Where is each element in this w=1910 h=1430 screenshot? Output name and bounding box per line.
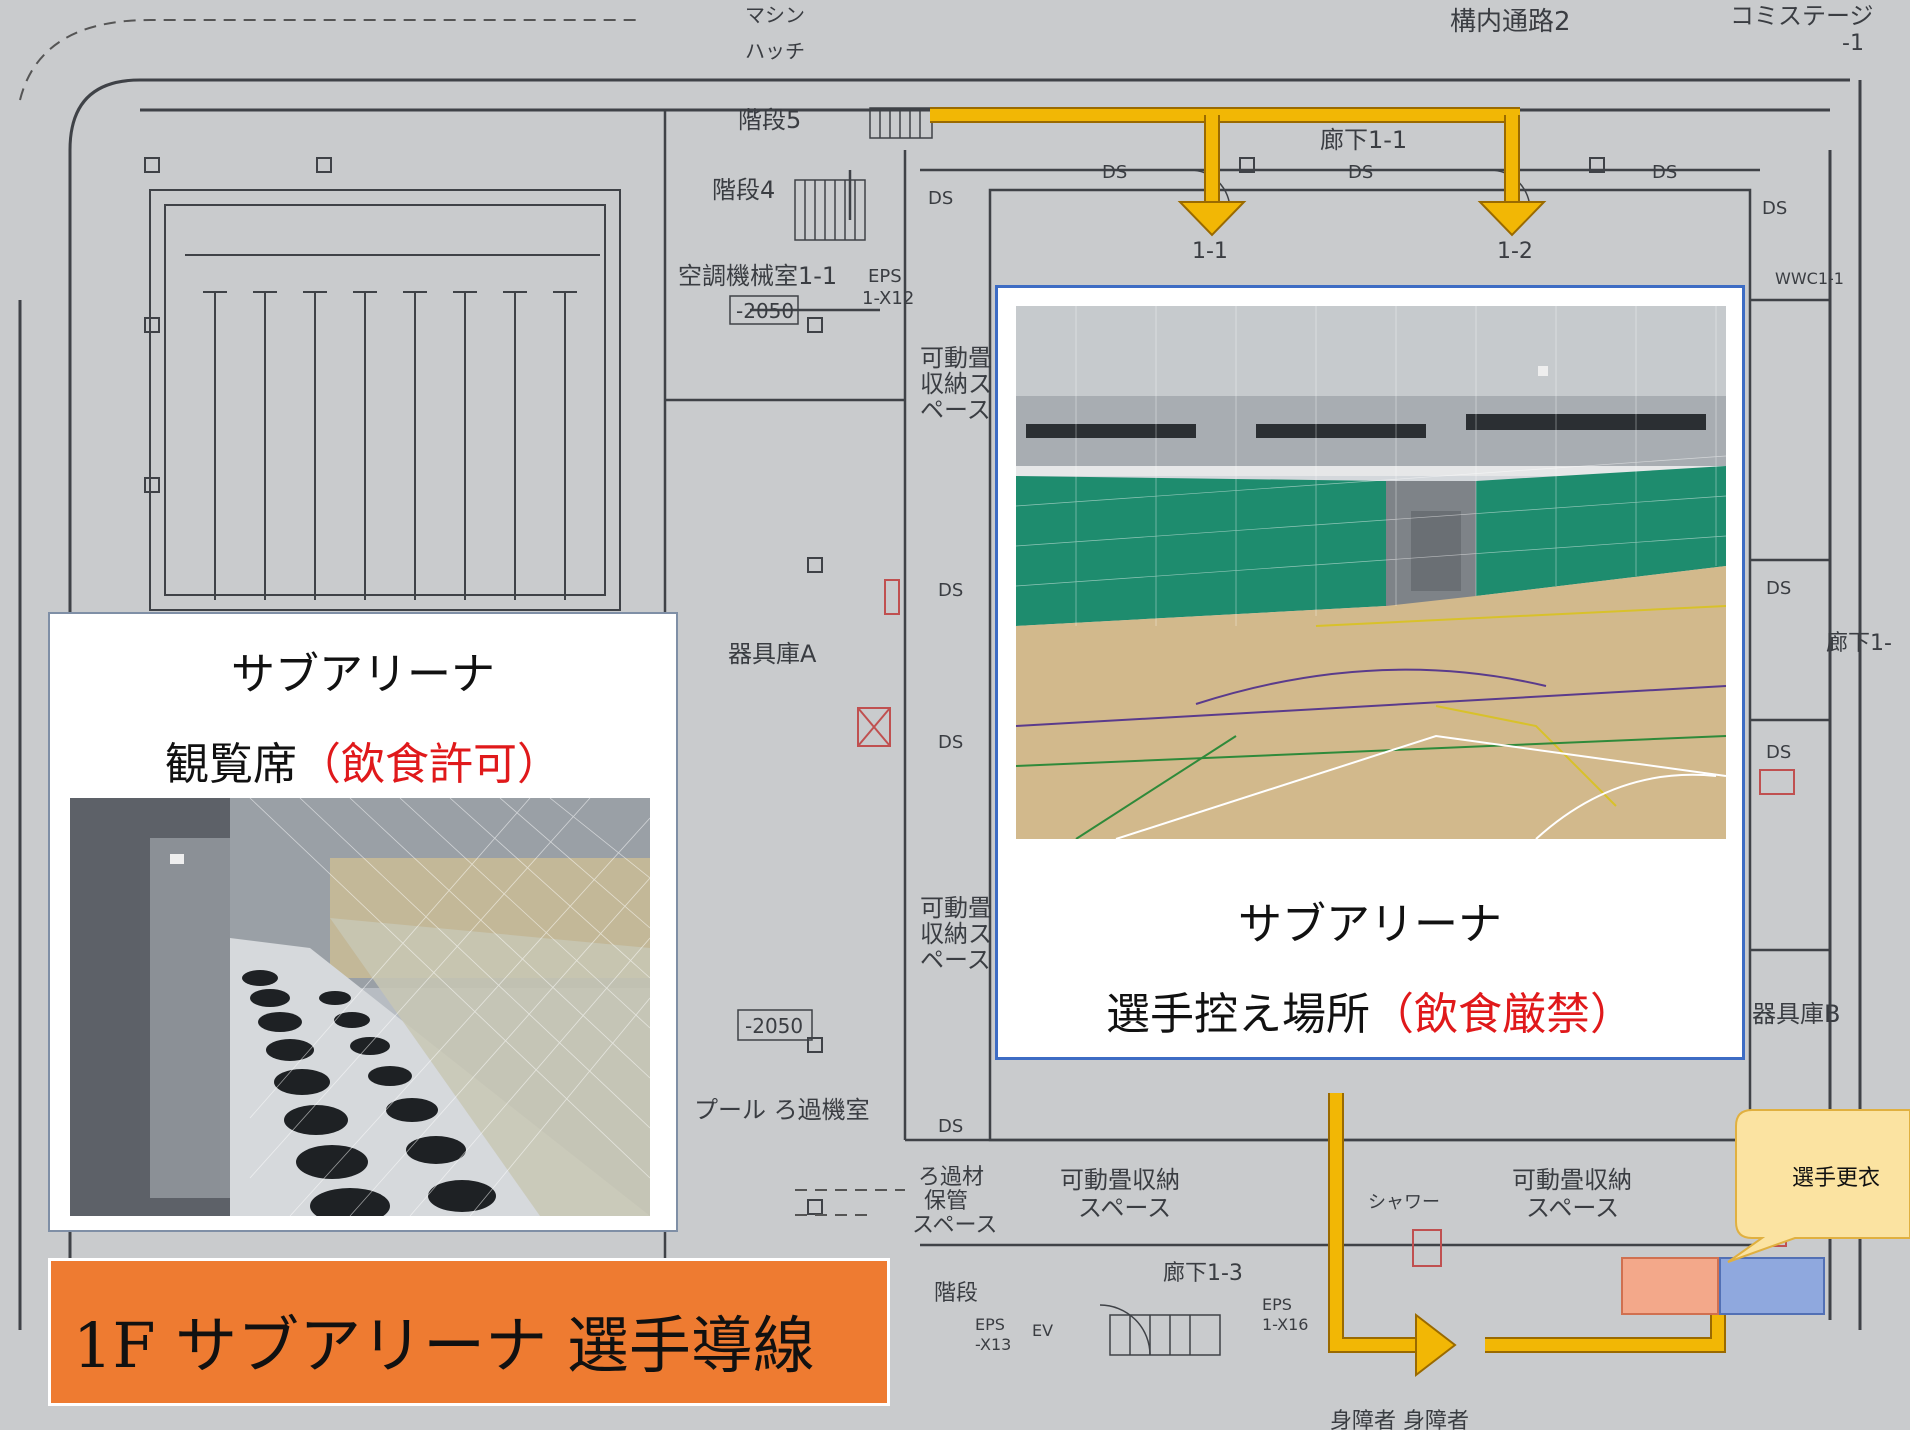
label-shower: シャワー [1368, 1192, 1440, 1213]
page-title: 1F サブアリーナ 選手導線 [73, 1309, 815, 1382]
label-ds-3: DS [938, 732, 963, 753]
label-door-1-1: 1-1 [1192, 239, 1228, 264]
player-area-no-eating-note: （飲食厳禁） [1370, 989, 1634, 1040]
label-ds-1: DS [928, 188, 953, 209]
svg-text:ペース: ペース [920, 946, 991, 974]
label-eps-no: 1-X12 [862, 288, 914, 309]
label-eps-x13: EPS [975, 1315, 1005, 1334]
svg-text:1-X16: 1-X16 [1262, 1315, 1308, 1334]
label-pool-filter: プール ろ過機室 [694, 1096, 870, 1124]
player-area-label: 選手控え場所 [1106, 989, 1370, 1040]
label-corridor-1-1: 廊下1-1 [1320, 126, 1407, 154]
spectator-label: 観覧席 [165, 739, 297, 790]
svg-text:-X13: -X13 [975, 1335, 1011, 1354]
label-equipment-b: 器具庫B [1752, 1000, 1840, 1028]
spectator-card-title: サブアリーナ [231, 649, 495, 700]
label-stairs-4: 階段4 [712, 176, 775, 204]
svg-text:スペース: スペース [912, 1213, 997, 1238]
svg-text:収納ス: 収納ス [920, 370, 992, 398]
label-ac-room: 空調機械室1-1 [678, 262, 837, 290]
label-equipment-a: 器具庫A [728, 640, 817, 668]
label-ds-7: DS [1652, 162, 1677, 183]
label-wwc: WWC1-1 [1775, 269, 1844, 288]
label-eps-x16: EPS [1262, 1295, 1292, 1314]
label-ds-9: DS [1766, 578, 1791, 599]
locker-callout-bubble [1727, 1109, 1910, 1263]
svg-text:保管: 保管 [924, 1189, 968, 1214]
spectator-seats-photo [70, 798, 650, 1216]
svg-text:スペース: スペース [1078, 1194, 1171, 1222]
arrow-down-door-1-2 [1477, 201, 1547, 237]
label-accessible: 身障者 身障者 [1330, 1409, 1469, 1430]
spectator-eating-allowed-note: （飲食許可） [297, 739, 561, 790]
label-level-ac: -2050 [736, 299, 794, 323]
locker-room-box-a [1621, 1257, 1719, 1315]
player-waiting-area-card: サブアリーナ 選手控え場所（飲食厳禁） [995, 285, 1745, 1060]
label-eps: EPS [868, 266, 902, 287]
spectator-seats-card: サブアリーナ 観覧席（飲食許可） [48, 612, 678, 1232]
player-area-title: サブアリーナ [1238, 899, 1502, 950]
svg-text:収納ス: 収納ス [920, 920, 992, 948]
label-corridor-2: 構内通路2 [1450, 7, 1571, 37]
label-filter-storage: ろ過材 [918, 1165, 984, 1190]
svg-text:スペース: スペース [1526, 1194, 1619, 1222]
label-community-stage-no: -1 [1842, 31, 1864, 56]
svg-text:ペース: ペース [920, 396, 991, 424]
label-stairs-bottom: 階段 [934, 1281, 978, 1306]
label-movable-storage-3: 可動畳収納 [1060, 1166, 1180, 1194]
label-movable-storage-2: 可動畳 [920, 894, 992, 922]
label-ds-10: DS [1766, 742, 1791, 763]
label-corridor-1-3: 廊下1-3 [1163, 1261, 1243, 1286]
label-community-stage: コミステージ [1730, 2, 1874, 30]
arrow-right-corridor [1415, 1312, 1457, 1378]
label-movable-storage-4: 可動畳収納 [1512, 1166, 1632, 1194]
label-ds-2: DS [938, 580, 963, 601]
player-route-arrows [930, 107, 1726, 1378]
label-corridor-right: 廊下1- [1826, 631, 1892, 656]
label-stairs-5: 階段5 [738, 106, 801, 134]
arrow-down-door-1-1 [1177, 201, 1247, 237]
page-title-banner: 1F サブアリーナ 選手導線 [48, 1258, 890, 1406]
locker-room-box-b [1719, 1257, 1825, 1315]
label-ds-8: DS [1762, 198, 1787, 219]
locker-callout-text: 選手更衣 [1792, 1166, 1881, 1191]
sub-arena-photo [1016, 306, 1726, 839]
svg-text:ハッチ: ハッチ [745, 39, 805, 63]
spectator-card-subtitle: 観覧席（飲食許可） [50, 728, 676, 792]
label-machine-hatch: マシン [745, 3, 805, 27]
pool-lanes [203, 291, 577, 600]
label-door-1-2: 1-2 [1497, 239, 1533, 264]
label-ev: EV [1032, 1321, 1053, 1340]
label-movable-storage-1: 可動畳 [920, 344, 992, 372]
label-ds-5: DS [1102, 162, 1127, 183]
label-level-pool: -2050 [745, 1014, 803, 1038]
label-ds-6: DS [1348, 162, 1373, 183]
label-ds-4: DS [938, 1116, 963, 1137]
player-area-subtitle: 選手控え場所（飲食厳禁） [998, 978, 1742, 1042]
